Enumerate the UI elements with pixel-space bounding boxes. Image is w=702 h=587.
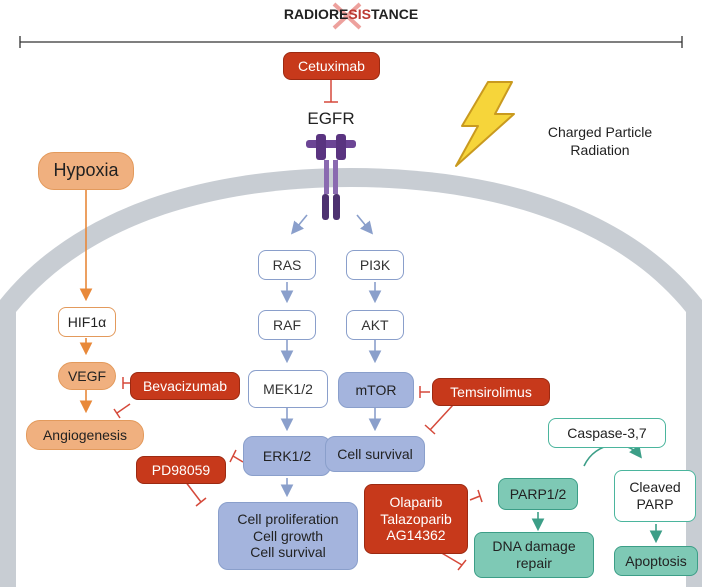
mtor-node: mTOR [338,372,414,408]
mek-node: MEK1/2 [248,370,328,408]
angiogenesis-node: Angiogenesis [26,420,144,450]
bevacizumab-label: Bevacizumab [130,372,240,400]
raf-node: RAF [258,310,316,340]
parp-node: PARP1/2 [498,478,578,510]
hif1a-node: HIF1α [58,307,116,337]
hypoxia-node: Hypoxia [38,152,134,190]
pi3k-node: PI3K [346,250,404,280]
cleaved-parp-node: Cleaved PARP [614,470,696,522]
egfr-receptor-icon [306,134,356,220]
pd98059-label: PD98059 [136,456,226,484]
cetuximab-inhibition [324,80,338,103]
cell-survival-node: Cell survival [325,436,425,472]
drug-olaparib: Olaparib [389,493,443,510]
outcome-line-3: Cell survival [250,544,326,561]
page-title: RADIORESISTANCE [221,6,481,24]
outcome-line-2: Cell growth [252,527,324,544]
apoptosis-node: Apoptosis [614,546,698,576]
parp-inhibitors-label: Olaparib Talazoparib AG14362 [364,484,468,554]
vegf-node: VEGF [58,362,116,390]
cetuximab-label: Cetuximab [283,52,380,80]
lightning-icon [455,81,515,167]
title-struck: SIS [348,6,371,22]
caspase-node: Caspase-3,7 [548,418,666,448]
outcome-line-1: Cell proliferation [237,510,339,527]
temsirolimus-label: Temsirolimus [432,378,550,406]
radiation-label: Charged Particle Radiation [520,124,680,159]
repair-line-2: repair [516,555,552,571]
cleaved-line-1: Cleaved [629,479,681,496]
resistance-scale [19,36,683,48]
proliferation-node: Cell proliferation Cell growth Cell surv… [218,502,358,570]
title-suffix: TANCE [370,6,419,22]
title-prefix: RADIORE [283,6,349,22]
cleaved-line-2: PARP [636,496,674,512]
radiation-line2: Radiation [570,141,630,158]
akt-node: AKT [346,310,404,340]
radiation-line1: Charged Particle [547,124,653,140]
erk-node: ERK1/2 [243,436,331,476]
drug-ag14362: AG14362 [386,527,446,544]
drug-talazoparib: Talazoparib [380,510,452,527]
dna-repair-node: DNA damage repair [474,532,594,578]
ras-node: RAS [258,250,316,280]
repair-line-1: DNA damage [492,538,576,555]
egfr-label: EGFR [307,109,355,128]
strike-x [332,2,362,30]
